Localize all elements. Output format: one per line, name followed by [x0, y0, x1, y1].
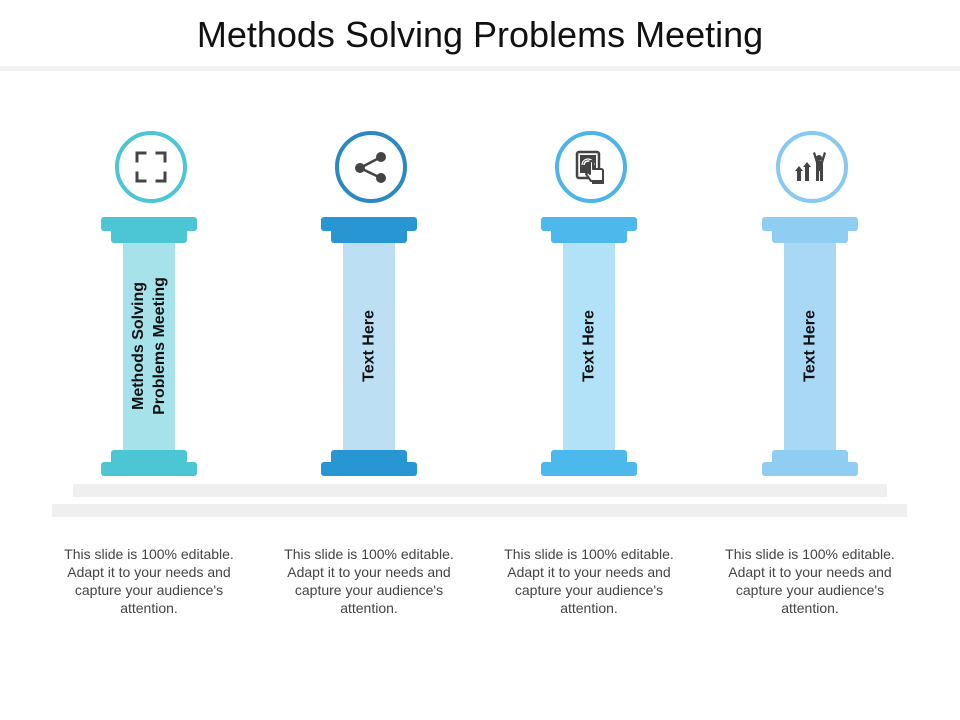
platform-step-upper: [73, 484, 887, 497]
pillar-capital-top: [541, 217, 637, 231]
pillar-base-upper: [551, 450, 627, 464]
pillar-label-line: Problems Meeting: [151, 277, 168, 415]
icon-ring-3: [555, 131, 627, 203]
pillar-description: This slide is 100% editable. Adapt it to…: [284, 546, 454, 616]
pillar-base-upper: [772, 450, 848, 464]
pillar-capital-lower: [772, 229, 848, 243]
pillar-base-upper: [111, 450, 187, 464]
pillar-base-bottom: [762, 462, 858, 476]
pillar-base-bottom: [541, 462, 637, 476]
pillar-shaft: [563, 243, 615, 450]
pillar-label: Text Here: [800, 251, 821, 441]
pillar-1: Methods Solving Problems Meeting This sl…: [39, 128, 259, 628]
pillar-capital-lower: [111, 229, 187, 243]
pillar-label: Text Here: [359, 251, 380, 441]
pillar-description: This slide is 100% editable. Adapt it to…: [725, 546, 895, 616]
pillar-base-upper: [331, 450, 407, 464]
pillar-base-bottom: [321, 462, 417, 476]
growth-person-icon: [795, 152, 826, 181]
share-nodes-icon: [355, 152, 386, 183]
title-divider: [0, 66, 960, 71]
pillar-label-line: Text Here: [580, 310, 598, 382]
pillar-description: This slide is 100% editable. Adapt it to…: [64, 546, 234, 616]
pillar-label-line: Text Here: [360, 310, 378, 382]
pillar-3: Text Here This slide is 100% editable. A…: [479, 128, 699, 628]
pillar-label: Text Here: [579, 251, 600, 441]
pillar-description: This slide is 100% editable. Adapt it to…: [504, 546, 674, 616]
pillar-capital-lower: [551, 229, 627, 243]
pillar-capital-top: [762, 217, 858, 231]
pillar-label: Methods Solving Problems Meeting: [128, 251, 170, 441]
pillar-base-bottom: [101, 462, 197, 476]
pillar-capital-top: [101, 217, 197, 231]
platform-step-lower: [52, 504, 907, 517]
slide-title: Methods Solving Problems Meeting: [196, 14, 764, 55]
pillar-capital-lower: [331, 229, 407, 243]
pillar-capital-top: [321, 217, 417, 231]
pillar-4: Text Here This slide is 100% editable. A…: [700, 128, 920, 628]
pillar-label-line: Text Here: [801, 310, 819, 382]
icon-ring-4: [776, 131, 848, 203]
pillar-label-line: Methods Solving: [130, 282, 147, 410]
icon-ring-2: [335, 131, 407, 203]
focus-frame-icon: [135, 151, 167, 183]
pillar-2: Text Here This slide is 100% editable. A…: [259, 128, 479, 628]
pillar-shaft: [784, 243, 836, 450]
icon-ring-1: [115, 131, 187, 203]
touch-screen-icon: [575, 150, 604, 184]
pillar-shaft: [123, 243, 175, 450]
pillar-shaft: [343, 243, 395, 450]
